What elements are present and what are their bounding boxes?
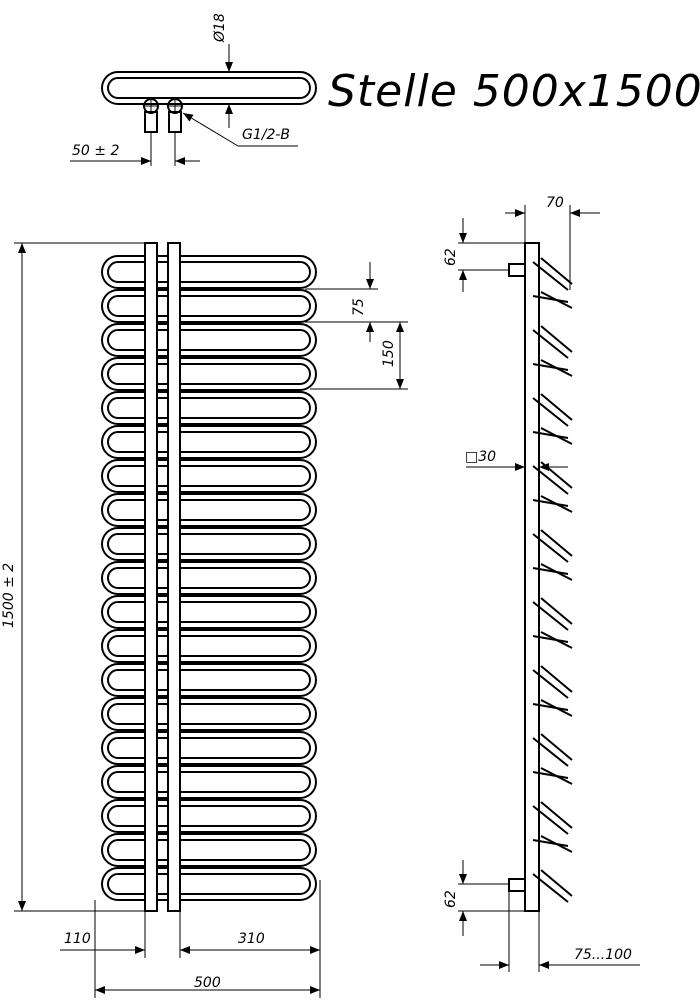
front-view-loops bbox=[102, 256, 316, 900]
loop-inner bbox=[108, 500, 310, 520]
loop-inner bbox=[108, 262, 310, 282]
side-bar bbox=[533, 632, 572, 648]
loop-outer bbox=[102, 494, 316, 526]
loop-outer bbox=[102, 834, 316, 866]
loop-inner bbox=[108, 568, 310, 588]
label-group-pitch: 150 bbox=[381, 340, 397, 367]
loop-inner bbox=[108, 432, 310, 452]
side-bar bbox=[533, 734, 572, 766]
loop-inner bbox=[108, 704, 310, 724]
side-bar bbox=[533, 564, 572, 580]
front-view-dimensions bbox=[14, 243, 408, 998]
label-connection-spacing: 50 ± 2 bbox=[72, 143, 120, 159]
label-right-width: 310 bbox=[238, 931, 265, 947]
side-bar bbox=[533, 326, 572, 358]
loop-outer bbox=[102, 460, 316, 492]
loop-outer bbox=[102, 426, 316, 458]
collector-pipe-right bbox=[168, 243, 180, 911]
top-view bbox=[70, 44, 316, 166]
loop-inner bbox=[108, 466, 310, 486]
side-bar bbox=[533, 530, 572, 562]
side-bar bbox=[533, 428, 572, 444]
front-view bbox=[102, 243, 316, 911]
side-bar bbox=[533, 836, 572, 852]
side-collector bbox=[525, 243, 539, 911]
loop-outer bbox=[102, 868, 316, 900]
wall-bracket-bottom bbox=[509, 879, 525, 891]
label-wall-distance: 75...100 bbox=[574, 947, 632, 963]
loop-inner bbox=[108, 330, 310, 350]
label-collector-section: □30 bbox=[465, 449, 497, 465]
drawing-title: Stelle 500x1500 bbox=[328, 66, 700, 117]
side-view-dimensions bbox=[458, 205, 640, 972]
loop-outer bbox=[102, 732, 316, 764]
loop-outer bbox=[102, 528, 316, 560]
top-view-loop-outer bbox=[102, 72, 316, 104]
loop-outer bbox=[102, 256, 316, 288]
loop-inner bbox=[108, 636, 310, 656]
loop-inner bbox=[108, 840, 310, 860]
loop-outer bbox=[102, 358, 316, 390]
loop-outer bbox=[102, 630, 316, 662]
loop-outer bbox=[102, 698, 316, 730]
side-bar bbox=[533, 394, 572, 426]
loop-inner bbox=[108, 670, 310, 690]
loop-outer bbox=[102, 766, 316, 798]
label-total-width: 500 bbox=[194, 975, 221, 991]
loop-inner bbox=[108, 874, 310, 894]
loop-outer bbox=[102, 324, 316, 356]
loop-inner bbox=[108, 364, 310, 384]
loop-inner bbox=[108, 296, 310, 316]
loop-inner bbox=[108, 398, 310, 418]
side-bar bbox=[533, 360, 572, 376]
side-bar bbox=[533, 870, 572, 902]
collector-pipe-left bbox=[145, 243, 157, 911]
loop-outer bbox=[102, 290, 316, 322]
side-bar bbox=[533, 598, 572, 630]
side-bar bbox=[533, 802, 572, 834]
loop-inner bbox=[108, 534, 310, 554]
side-view-bars bbox=[533, 258, 572, 902]
loop-outer bbox=[102, 392, 316, 424]
side-bar bbox=[533, 768, 572, 784]
top-view-loop-inner bbox=[108, 78, 310, 98]
side-view bbox=[509, 243, 572, 911]
wall-bracket-top bbox=[509, 264, 525, 276]
label-bottom-offset: 62 bbox=[443, 890, 459, 908]
label-total-height: 1500 ± 2 bbox=[1, 562, 17, 628]
label-connection-thread: G1/2-B bbox=[242, 127, 291, 143]
loop-outer bbox=[102, 596, 316, 628]
loop-outer bbox=[102, 664, 316, 696]
loop-outer bbox=[102, 800, 316, 832]
loop-inner bbox=[108, 738, 310, 758]
side-bar bbox=[533, 496, 572, 512]
label-left-offset: 110 bbox=[64, 931, 91, 947]
label-top-offset: 62 bbox=[443, 248, 459, 266]
side-bar bbox=[533, 258, 572, 290]
side-bar bbox=[533, 700, 572, 716]
side-bar bbox=[533, 666, 572, 698]
label-loop-pitch: 75 bbox=[351, 298, 367, 316]
side-bar bbox=[533, 292, 572, 308]
collector-pipes bbox=[145, 243, 180, 911]
loop-inner bbox=[108, 806, 310, 826]
loop-inner bbox=[108, 602, 310, 622]
loop-outer bbox=[102, 562, 316, 594]
loop-inner bbox=[108, 772, 310, 792]
label-depth-top: 70 bbox=[546, 195, 564, 211]
top-view-connections bbox=[144, 99, 182, 132]
label-tube-diameter: Ø18 bbox=[212, 13, 228, 42]
